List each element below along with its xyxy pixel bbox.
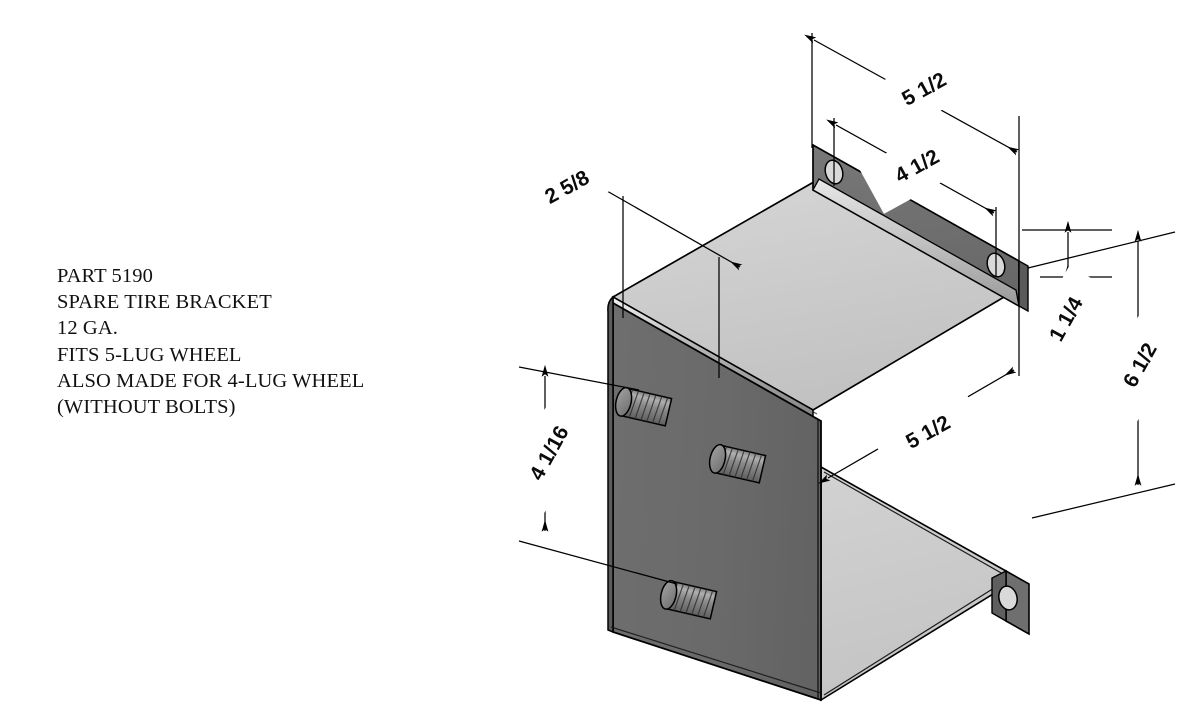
dimension-flange-offset: 2 5/8 [517, 145, 743, 378]
part-note-line: FITS 5-LUG WHEEL [57, 343, 242, 366]
bottom-shelf [820, 465, 1007, 702]
part-note-line: (WITHOUT BOLTS) [57, 396, 236, 419]
dimension-overall-height: 6 1/2 [1027, 229, 1188, 519]
threaded-studs [614, 386, 767, 620]
dim-text-mask [869, 383, 987, 481]
stud-end-face [708, 443, 727, 474]
top-flange-end-cap [1018, 259, 1029, 313]
bottom-mounting-tab [991, 569, 1030, 636]
part-notes-block: PART 5190 SPARE TIRE BRACKET 12 GA. FITS… [57, 263, 364, 420]
bottom-mounting-hole [998, 585, 1018, 611]
dim-text-mask [858, 118, 976, 214]
part-note-line: 12 GA. [57, 317, 118, 340]
extension-line-top [1027, 231, 1176, 269]
dimension-flange-height: 1 1/4 [1022, 220, 1112, 373]
dimension-overall-width: 5 1/2 [804, 33, 1020, 262]
bracket-part-geometry [607, 143, 1030, 702]
extension-line-top [518, 366, 640, 391]
dim-text-mask [1022, 265, 1110, 373]
dim-text-mask [517, 145, 617, 229]
part-note-line: ALSO MADE FOR 4-LUG WHEEL [57, 369, 365, 392]
threaded-stud [659, 579, 718, 620]
bottom-shelf-edge [823, 471, 1004, 696]
threaded-stud [708, 443, 767, 484]
part-note-line: SPARE TIRE BRACKET [57, 291, 272, 314]
stud-end-face [659, 579, 678, 610]
dim-text-mask [1092, 307, 1188, 423]
dimension-bolt-spacing-height: 4 1/16 [499, 364, 678, 585]
dim-text-mask [865, 40, 983, 138]
front-face-bottom-edge [610, 626, 822, 694]
extension-line-bottom [518, 540, 678, 585]
dimension-hole-spacing-width: 4 1/2 [826, 118, 997, 276]
dimension-line [590, 181, 743, 271]
part-note-line: PART 5190 [57, 265, 153, 287]
dim-text-mask [499, 390, 599, 516]
extension-line-bottom [1031, 483, 1176, 519]
front-face-top-bend [607, 295, 614, 634]
bottom-shelf-face [820, 465, 1007, 702]
dimension-annotations: 5 1/2 4 1/2 2 5/8 1 1/4 [499, 33, 1188, 585]
threaded-stud [614, 386, 673, 427]
dimension-depth: 5 1/2 [818, 306, 1020, 484]
